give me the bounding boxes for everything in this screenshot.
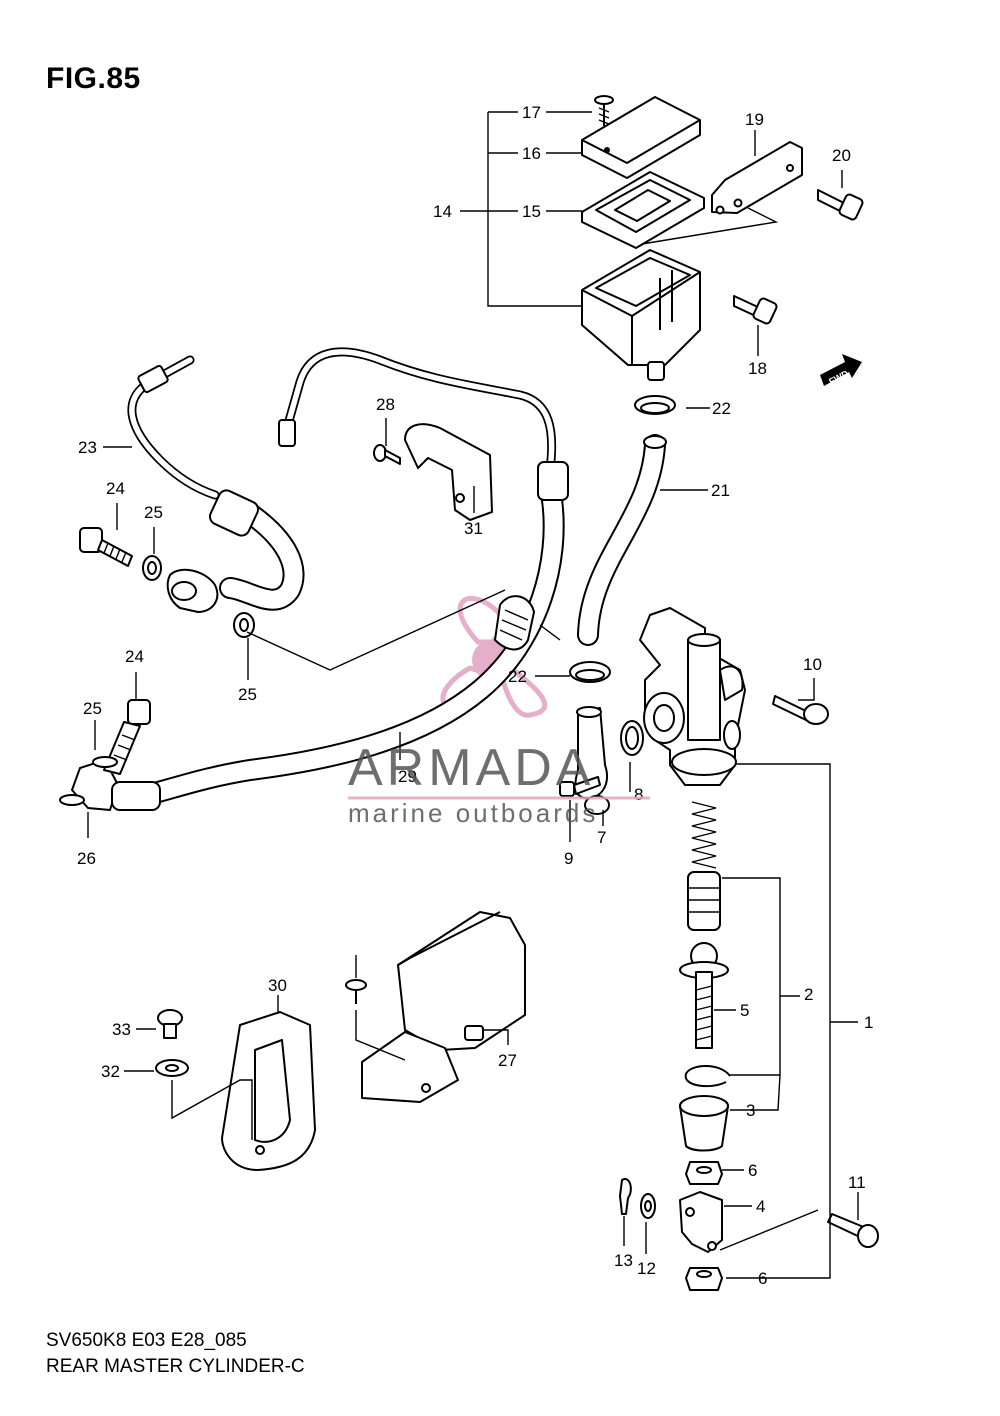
callout-22a: 22: [712, 399, 731, 418]
callout-1: 1: [864, 1013, 873, 1032]
callout-31: 32: [101, 1062, 120, 1081]
callout-11: 11: [848, 1173, 866, 1192]
callout-24b: 24: [125, 647, 144, 666]
callout-14: 14: [433, 202, 452, 221]
callout-25d: 26: [77, 849, 96, 868]
callout-4: 4: [756, 1197, 765, 1216]
callout-17: 17: [522, 103, 541, 122]
callout-13: 13: [614, 1251, 633, 1270]
union-bolt-upper: [79, 527, 133, 567]
figure-title: FIG.85: [46, 62, 141, 95]
callout-3: 3: [746, 1101, 755, 1120]
callout-26: 27: [498, 1051, 517, 1070]
watermark: ARMADA marine outboards: [348, 739, 650, 828]
callouts: 1 2 3 4 5 6 6 7 8 9 10 11 12 13 14 15 16…: [77, 103, 873, 1288]
callout-2: 2: [804, 985, 813, 1004]
callout-23: 23: [78, 438, 97, 457]
reservoir-hose: [577, 434, 667, 646]
callout-29: 30: [268, 976, 287, 995]
bolt-27: [373, 444, 401, 465]
watermark-tagline: marine outboards: [348, 798, 598, 828]
callout-30: 31: [464, 519, 483, 538]
reservoir-body: [581, 249, 701, 381]
callout-15: 15: [522, 202, 541, 221]
leader-lines: [87, 111, 859, 1279]
callout-21: 21: [711, 481, 730, 500]
callout-10: 10: [803, 655, 822, 674]
callout-5: 5: [740, 1001, 749, 1020]
brake-hose-23: [127, 355, 305, 613]
circlip: [684, 1065, 731, 1088]
fwd-arrow: FWD: [820, 354, 862, 387]
callout-28: 29: [398, 767, 417, 786]
callout-9: 9: [564, 849, 573, 868]
callout-12: 12: [637, 1259, 656, 1278]
nut-upper: [685, 1161, 723, 1185]
callout-20: 20: [832, 146, 851, 165]
callout-25a: 25: [144, 503, 163, 522]
callout-16: 16: [522, 144, 541, 163]
figure-caption: REAR MASTER CYLINDER-C: [46, 1356, 305, 1377]
master-cylinder: [639, 607, 746, 786]
screw-32: [157, 1009, 183, 1039]
piston: [687, 871, 721, 931]
screw-33: [345, 979, 367, 1004]
callout-6b: 6: [758, 1269, 767, 1288]
bracket: [711, 141, 803, 215]
bolt-18: [733, 295, 778, 325]
callout-32: 33: [112, 1020, 131, 1039]
cotter-pin: [619, 1178, 632, 1215]
callout-7: 7: [597, 828, 606, 847]
o-ring-8: [620, 720, 644, 756]
washer-mid: [233, 612, 255, 638]
callout-25c: 25: [83, 699, 102, 718]
callout-27: 28: [376, 395, 395, 414]
heel-guard: [221, 1011, 316, 1171]
brake-hose-28: [71, 347, 569, 811]
callout-6a: 6: [748, 1161, 757, 1180]
nut-lower: [685, 1267, 723, 1291]
reservoir-screw: [594, 95, 614, 126]
callout-18: 18: [748, 359, 767, 378]
reservoir-diaphragm: [581, 171, 705, 249]
screw-9: [559, 776, 601, 797]
washer-12: [640, 1193, 656, 1219]
push-rod: [679, 942, 729, 1049]
callout-24a: 24: [106, 479, 125, 498]
callout-8: 8: [634, 785, 643, 804]
washer-lower-b: [59, 794, 85, 806]
callout-25b: 25: [238, 685, 257, 704]
cover-26: [361, 911, 526, 1103]
callout-19: 19: [745, 110, 764, 129]
clevis: [679, 1191, 723, 1253]
bolt-20: [817, 189, 864, 221]
hose-clamp-upper: [634, 395, 676, 415]
callout-22b: 22: [508, 667, 527, 686]
washer-lower-a: [92, 756, 118, 768]
model-code: SV650K8 E03 E28_085: [46, 1330, 247, 1351]
washer-31: [155, 1059, 189, 1077]
clevis-pin: [827, 1213, 879, 1248]
hose-clip: [404, 423, 493, 521]
washer-upper: [142, 555, 162, 581]
reservoir-cap: [581, 96, 701, 179]
hose-clamp-lower: [569, 661, 611, 683]
bolt-10: [772, 695, 829, 725]
spring: [691, 801, 717, 869]
boot: [679, 1095, 729, 1152]
watermark-brand: ARMADA: [348, 739, 594, 797]
